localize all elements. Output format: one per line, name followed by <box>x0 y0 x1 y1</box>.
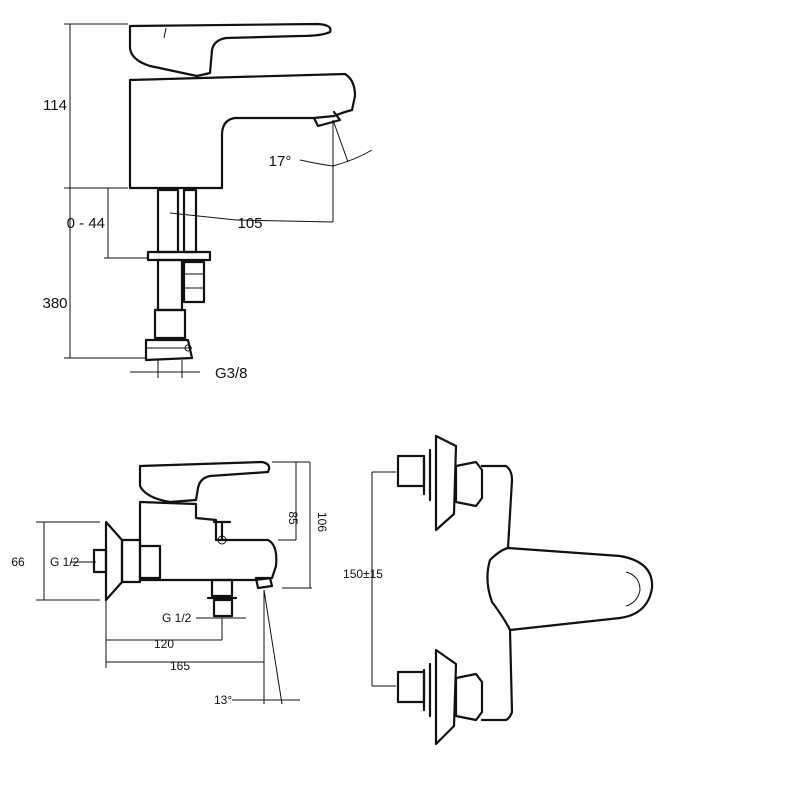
dim-0-44: 0 - 44 <box>67 215 105 232</box>
dim-106: 106 <box>315 512 329 532</box>
basin-body <box>128 72 357 190</box>
dim-17-deg: 17° <box>269 153 292 170</box>
dim-g38: G3/8 <box>215 365 248 382</box>
front-bottom-flange <box>434 648 458 746</box>
bath-side-body <box>138 500 278 582</box>
dim-150-15: 150±15 <box>343 567 383 581</box>
dim-114: 114 <box>43 97 67 114</box>
dim-85: 85 <box>286 511 300 525</box>
basin-fixing-plate <box>146 250 212 262</box>
basin-mixer-drawing: 114 0 - 44 380 105 17° G3/8 <box>42 22 373 382</box>
basin-lever <box>128 22 332 78</box>
bath-side-inlet <box>92 548 108 574</box>
front-body <box>480 464 514 722</box>
basin-connector <box>144 338 194 362</box>
front-bottom-connector <box>396 670 426 704</box>
basin-shank-left <box>156 188 180 254</box>
front-lever <box>506 546 654 632</box>
dim-outlet-g12: G 1/2 <box>162 611 192 625</box>
dim-120: 120 <box>154 637 174 651</box>
front-top-connector <box>396 454 426 488</box>
dim-inlet-g12: G 1/2 <box>50 555 80 569</box>
bath-side-outlet <box>210 578 234 598</box>
dim-380: 380 <box>42 295 67 312</box>
basin-lever-groove <box>163 27 167 39</box>
basin-hose-lower <box>156 258 184 312</box>
bath-side-flange <box>104 520 124 602</box>
basin-shank-right <box>182 188 198 254</box>
basin-aerator <box>312 110 342 128</box>
bath-mixer-front-drawing: 150±15 <box>343 434 654 746</box>
dim-105: 105 <box>237 215 262 232</box>
dim-13-deg: 13° <box>214 693 232 707</box>
bath-mixer-side-drawing: 85 106 66 G 1/2 G 1/2 120 165 13° <box>11 460 329 707</box>
front-top-flange <box>434 434 458 532</box>
dim-66: 66 <box>11 555 25 569</box>
bath-side-lever <box>138 460 271 504</box>
basin-fitting-right <box>182 260 206 304</box>
basin-nut <box>153 308 187 340</box>
dim-165: 165 <box>170 659 190 673</box>
